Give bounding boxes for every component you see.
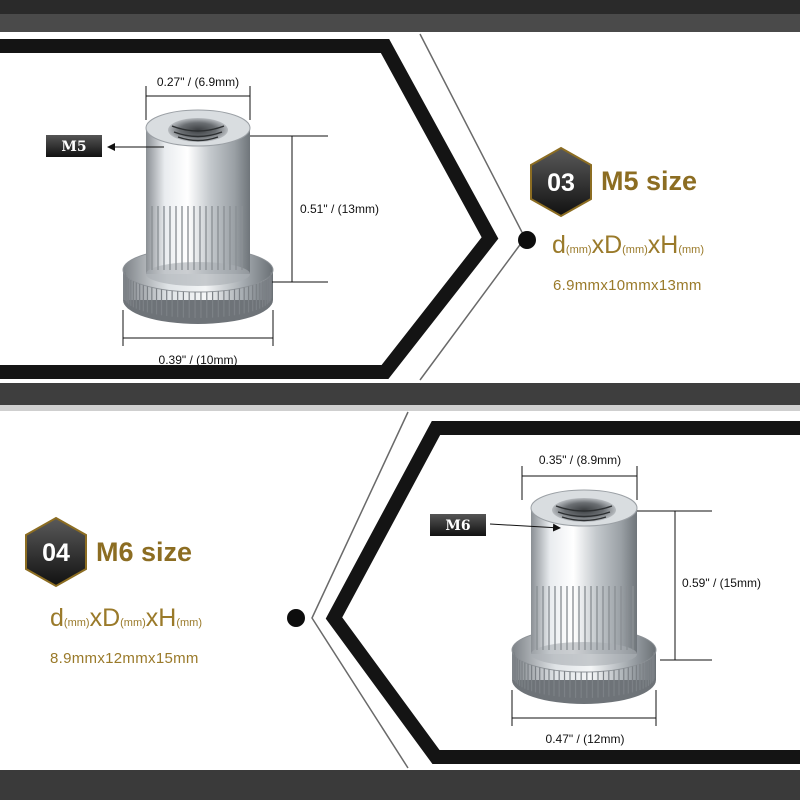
middle-band-edge <box>0 405 800 411</box>
m5-formula-D: xD <box>592 231 623 259</box>
panel-m5-pointer-dot <box>518 231 536 249</box>
rivet-nut-m6 <box>511 489 657 704</box>
m6-formula-D: xD <box>90 604 121 632</box>
m5-size-title: M5 size <box>601 166 697 196</box>
m5-formula-unit-d: (mm) <box>566 244 592 256</box>
m6-spec: 8.9mmx12mmx15mm <box>50 650 199 667</box>
m5-bottom-dimension: 0.39" / (10mm) <box>159 353 238 367</box>
m6-hex-badge <box>25 516 87 588</box>
m5-thread-tag <box>46 135 102 157</box>
m5-thread-tag-label: M5 <box>61 139 86 155</box>
top-band-inner <box>0 14 800 32</box>
m5-formula-H: xH <box>648 231 679 259</box>
panel-m5-info: 03 M5 size d(mm)xD(mm)xH(mm) 6.9mmx10mmx… <box>530 146 704 294</box>
m6-formula: d(mm)xD(mm)xH(mm) <box>50 604 202 632</box>
m6-formula-unit-d: (mm) <box>64 617 90 629</box>
m5-hex-badge <box>530 146 592 218</box>
m6-formula-unit-D: (mm) <box>120 617 146 629</box>
m6-bottom-dimension: 0.47" / (12mm) <box>546 732 625 746</box>
m6-thread-tag <box>430 514 486 536</box>
m6-right-dimension: 0.59" / (15mm) <box>682 576 761 590</box>
m5-badge-number: 03 <box>547 169 575 197</box>
m6-formula-H: xH <box>146 604 177 632</box>
m5-right-dimension: 0.51" / (13mm) <box>300 202 379 216</box>
panel-m5-dimensions: 0.27" / (6.9mm) 0.51" / (13mm) 0.39" / (… <box>46 75 379 367</box>
panel-m6-info: 04 M6 size d(mm)xD(mm)xH(mm) 8.9mmx12mmx… <box>25 516 202 667</box>
m6-badge-number: 04 <box>42 539 70 567</box>
m6-formula-d: d <box>50 604 64 632</box>
rivet-nut-m5 <box>122 109 274 324</box>
m6-top-dimension: 0.35" / (8.9mm) <box>539 453 621 467</box>
m5-formula: d(mm)xD(mm)xH(mm) <box>552 231 704 259</box>
m6-formula-unit-H: (mm) <box>176 617 202 629</box>
m5-spec: 6.9mmx10mmx13mm <box>553 277 702 294</box>
m5-formula-unit-H: (mm) <box>678 244 704 256</box>
panel-m6-dimensions: 0.35" / (8.9mm) 0.59" / (15mm) 0.47" / (… <box>430 453 761 746</box>
m6-size-title: M6 size <box>96 537 192 567</box>
bottom-band <box>0 770 800 800</box>
top-band <box>0 0 800 14</box>
panel-m5-frame <box>0 32 536 383</box>
m5-top-dimension: 0.27" / (6.9mm) <box>157 75 239 89</box>
m6-thread-tag-label: M6 <box>445 518 470 534</box>
panel-m6-pointer-dot <box>287 609 305 627</box>
m5-formula-d: d <box>552 231 566 259</box>
middle-band <box>0 383 800 405</box>
m5-formula-unit-D: (mm) <box>622 244 648 256</box>
